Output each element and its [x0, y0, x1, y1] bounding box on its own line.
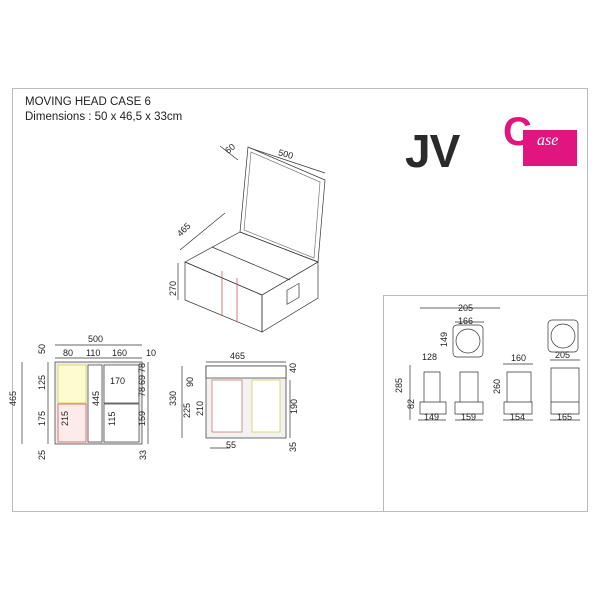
fixture-panel: [383, 295, 588, 512]
dim-top-bottom: 25: [37, 450, 47, 460]
dim-top-c4: 10: [146, 348, 156, 358]
title-block: MOVING HEAD CASE 6 Dimensions : 50 x 46,…: [25, 95, 182, 125]
top-view-drawing: [21, 344, 149, 445]
dim-top-c1: 80: [63, 348, 73, 358]
dim-top-r3: 78: [137, 387, 147, 397]
dim-fixture-top-width: 205: [458, 303, 473, 313]
dim-top-right-upper: 170: [110, 376, 125, 386]
dim-fixture-top-depth: 149: [439, 332, 449, 347]
dim-fixture-back-top: 205: [555, 350, 570, 360]
case-title: MOVING HEAD CASE 6: [25, 96, 151, 108]
dim-top-lower: 175: [37, 411, 47, 426]
dim-side-width: 465: [230, 351, 245, 361]
dim-top-inner: 445: [91, 391, 101, 406]
dim-case-depth: 465: [175, 221, 193, 239]
dim-top-right-lower: 115: [107, 412, 117, 426]
dim-case-width: 500: [277, 147, 294, 161]
dim-side-h4: 190: [289, 399, 299, 414]
dim-case-height: 270: [168, 281, 178, 296]
dim-side-height: 330: [168, 391, 178, 406]
dim-top-left-lower: 215: [60, 411, 70, 426]
dim-side-h3: 210: [195, 401, 205, 416]
dim-lid-depth: 60: [223, 142, 237, 156]
dim-top-width: 500: [88, 334, 103, 344]
dim-fixture-side-width: 160: [511, 353, 526, 363]
fixture-drawings: [409, 307, 580, 421]
dim-fixture-top-inner: 166: [458, 316, 473, 326]
dim-side-h2: 225: [182, 403, 192, 418]
dim-side-h1: 90: [185, 377, 195, 387]
dim-top-top: 50: [37, 344, 47, 354]
dim-top-r4: 159: [137, 411, 147, 426]
dim-side-bottom: 35: [288, 442, 298, 452]
case-perspective-drawing: [177, 145, 326, 333]
dim-side-top: 40: [288, 363, 298, 373]
dim-fixture-base-height: 82: [406, 399, 416, 409]
dim-top-c2: 110: [86, 348, 100, 358]
dim-top-upper: 125: [37, 375, 47, 390]
dim-top-r2: 69: [137, 375, 147, 385]
jv-case-logo: JV C ase: [405, 112, 577, 178]
dim-top-r1: 78: [137, 363, 147, 373]
dim-side-foot: 55: [226, 440, 236, 450]
dim-top-r5: 33: [138, 450, 148, 460]
dim-fixture-side-base: 154: [510, 412, 525, 422]
dim-fixture-base-width-2: 159: [461, 412, 476, 422]
dim-fixture-back-base: 165: [557, 412, 572, 422]
dim-fixture-side-height: 260: [492, 379, 502, 394]
dim-top-depth: 465: [8, 391, 18, 406]
case-dimensions: Dimensions : 50 x 46,5 x 33cm: [25, 111, 183, 123]
dim-top-c3: 160: [112, 348, 127, 358]
dim-fixture-base-width-1: 149: [424, 412, 439, 422]
dim-fixture-head-width: 128: [422, 352, 437, 362]
dim-fixture-height: 285: [394, 378, 404, 393]
side-view-drawing: [181, 361, 291, 449]
